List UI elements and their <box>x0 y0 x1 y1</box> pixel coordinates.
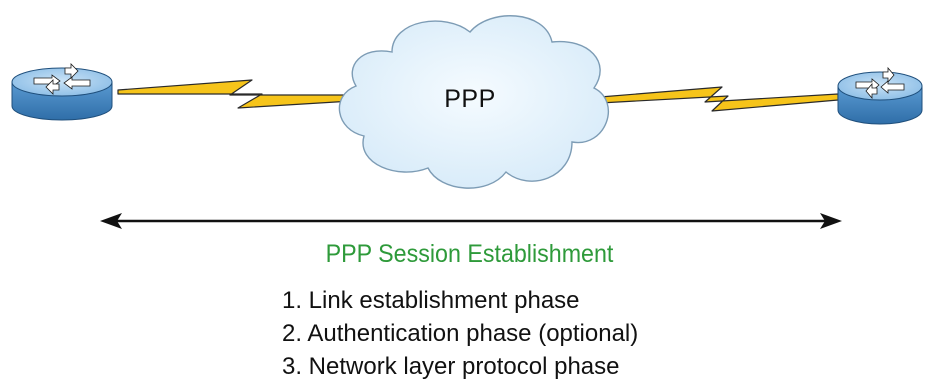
left-router-icon <box>11 63 113 121</box>
session-span-arrow <box>100 213 842 229</box>
cloud-label: PPP <box>444 85 496 113</box>
left-link-bolt <box>117 79 353 109</box>
ppp-cloud <box>338 15 610 189</box>
right-router-icon <box>837 66 923 125</box>
phase-item-network-layer: 3. Network layer protocol phase <box>282 353 620 380</box>
phase-list: 1. Link establishment phase 2. Authentic… <box>282 284 638 383</box>
phase-item-link-establishment: 1. Link establishment phase <box>282 287 580 314</box>
right-link-bolt <box>599 86 839 112</box>
session-title: PPP Session Establishment <box>325 240 614 268</box>
phase-item-authentication: 2. Authentication phase (optional) <box>282 320 639 347</box>
